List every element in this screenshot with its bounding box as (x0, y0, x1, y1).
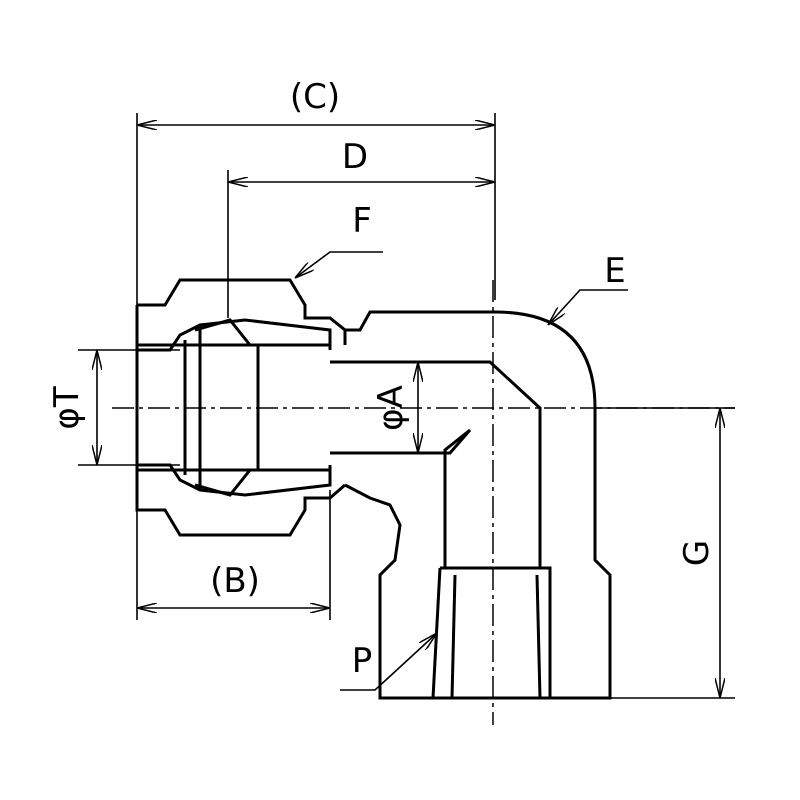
label-c: (C) (290, 77, 340, 117)
label-d: D (342, 137, 368, 177)
label-b: (B) (210, 561, 260, 601)
fitting-body (135, 278, 612, 700)
label-p: P (352, 641, 373, 681)
leaders (295, 251, 628, 691)
label-g: G (677, 540, 717, 566)
label-e: E (604, 251, 625, 291)
label-f: F (352, 201, 372, 241)
dimension-lines (97, 125, 720, 698)
label-phi-t: φT (47, 386, 87, 429)
centerlines (112, 280, 735, 725)
label-phi-a: φA (371, 385, 411, 431)
